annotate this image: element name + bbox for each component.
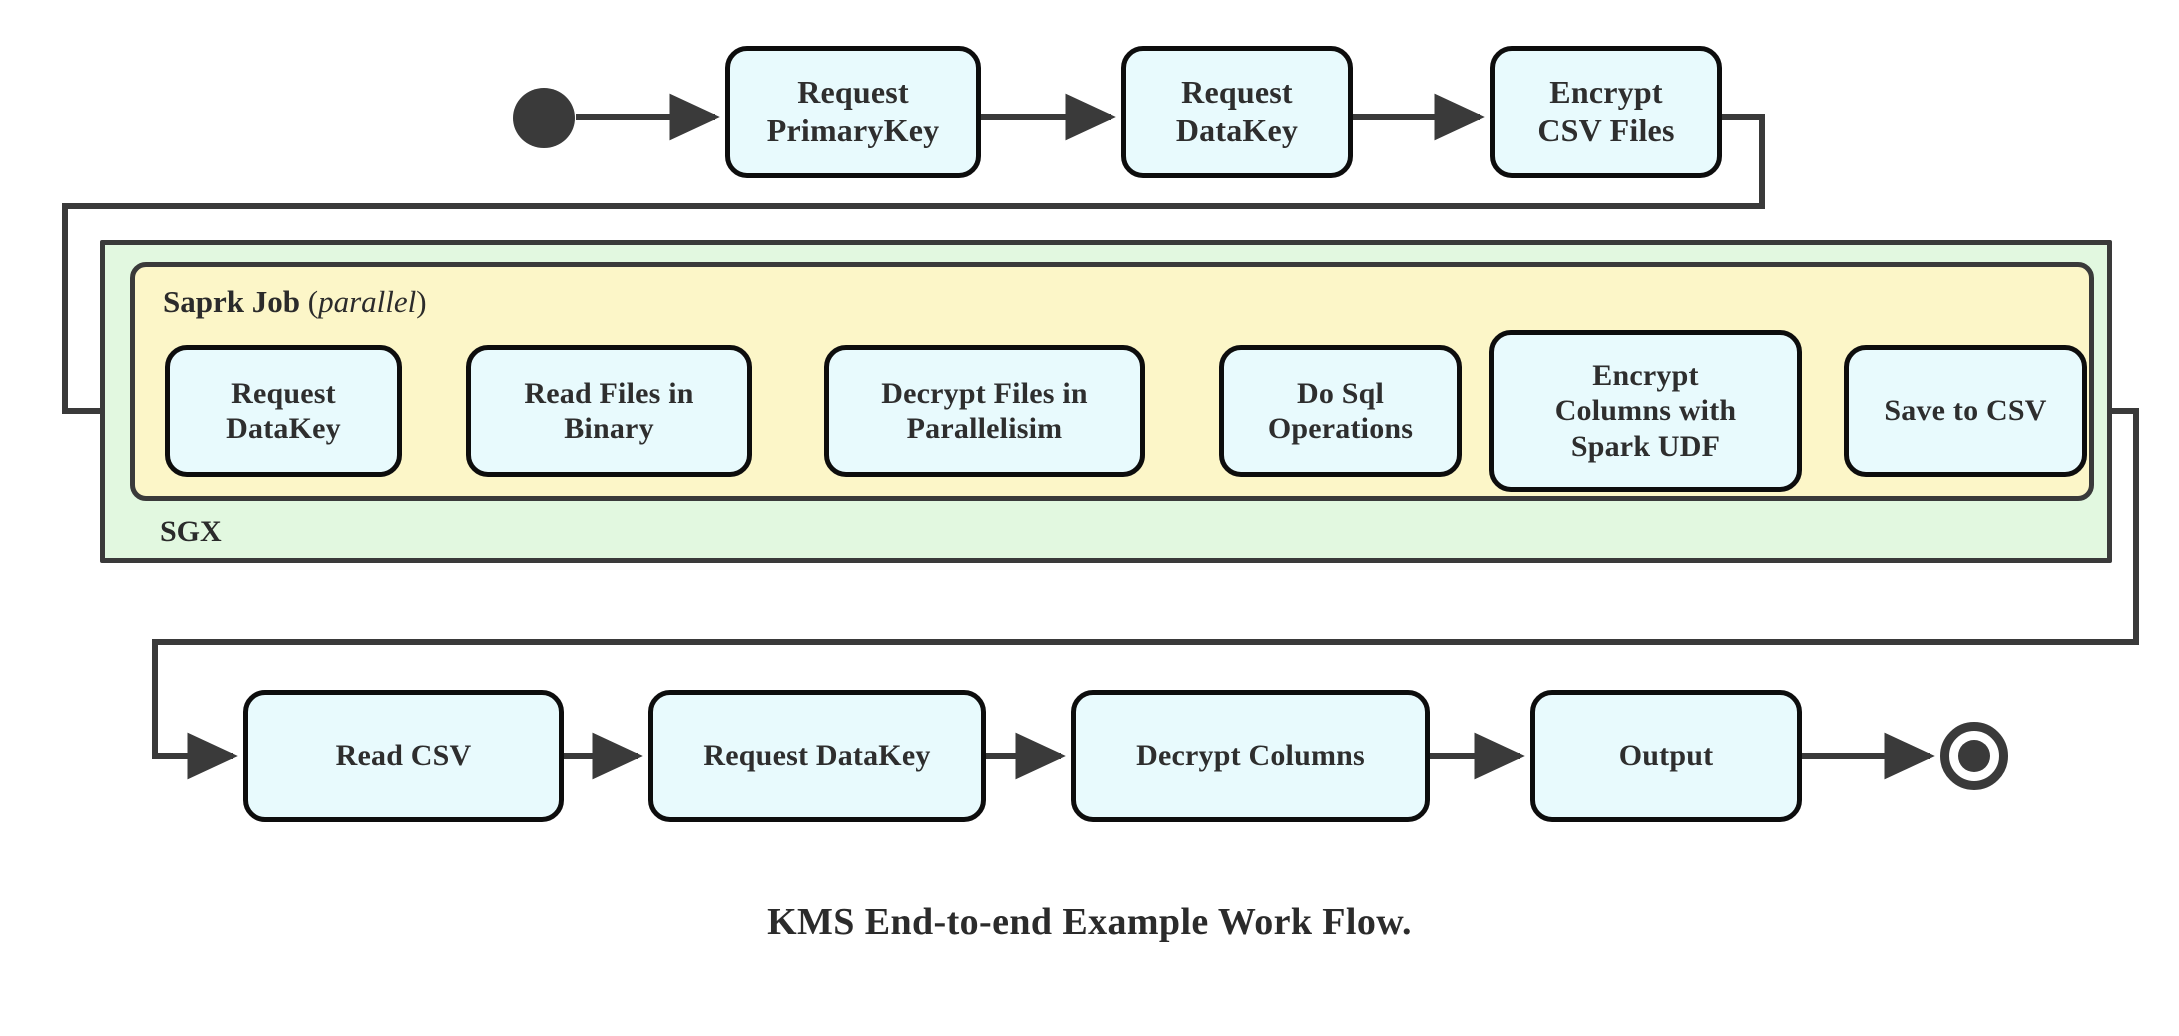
container-sgx-label: SGX — [160, 515, 222, 548]
node-decrypt-files-in-parallelisim[interactable]: Decrypt Files in Parallelisim — [824, 345, 1145, 477]
spark-job-paren-close: ) — [416, 284, 427, 319]
container-spark-job-label: Saprk Job (parallel) — [163, 284, 427, 320]
spark-job-paren-open: ( — [299, 284, 319, 319]
node-decrypt-files-in-parallelisim-label: Decrypt Files in Parallelisim — [881, 376, 1088, 445]
node-do-sql-operations[interactable]: Do Sql Operations — [1219, 345, 1462, 477]
node-read-csv[interactable]: Read CSV — [243, 690, 564, 822]
node-request-datakey-out-label: Request DataKey — [703, 739, 931, 773]
node-output[interactable]: Output — [1530, 690, 1802, 822]
node-request-primarykey-label: Request PrimaryKey — [766, 74, 940, 148]
node-decrypt-columns[interactable]: Decrypt Columns — [1071, 690, 1430, 822]
node-request-datakey-spark[interactable]: Request DataKey — [165, 345, 402, 477]
node-output-label: Output — [1618, 739, 1714, 773]
diagram-caption: KMS End-to-end Example Work Flow. — [767, 901, 1412, 943]
node-encrypt-csv-files-label: Encrypt CSV Files — [1537, 74, 1675, 148]
end-node — [1940, 722, 2008, 790]
start-node — [513, 88, 575, 148]
node-request-primarykey[interactable]: Request PrimaryKey — [725, 46, 981, 178]
node-encrypt-csv-files[interactable]: Encrypt CSV Files — [1490, 46, 1722, 178]
node-request-datakey-spark-label: Request DataKey — [226, 376, 341, 445]
spark-job-label-parallel: parallel — [318, 284, 417, 319]
node-read-files-in-binary-label: Read Files in Binary — [524, 376, 694, 445]
node-request-datakey-top-label: Request DataKey — [1175, 74, 1299, 148]
node-encrypt-columns-with-spark-udf-label: Encrypt Columns with Spark UDF — [1554, 358, 1737, 463]
node-request-datakey-out[interactable]: Request DataKey — [648, 690, 986, 822]
node-read-files-in-binary[interactable]: Read Files in Binary — [466, 345, 752, 477]
node-request-datakey-top[interactable]: Request DataKey — [1121, 46, 1353, 178]
node-do-sql-operations-label: Do Sql Operations — [1267, 376, 1414, 445]
node-decrypt-columns-label: Decrypt Columns — [1136, 739, 1365, 773]
node-read-csv-label: Read CSV — [335, 739, 472, 773]
end-node-inner-dot — [1958, 740, 1990, 772]
node-encrypt-columns-with-spark-udf[interactable]: Encrypt Columns with Spark UDF — [1489, 330, 1802, 492]
node-save-to-csv-label: Save to CSV — [1884, 394, 2047, 428]
spark-job-label-text: Saprk Job — [163, 284, 300, 319]
node-save-to-csv[interactable]: Save to CSV — [1844, 345, 2087, 477]
